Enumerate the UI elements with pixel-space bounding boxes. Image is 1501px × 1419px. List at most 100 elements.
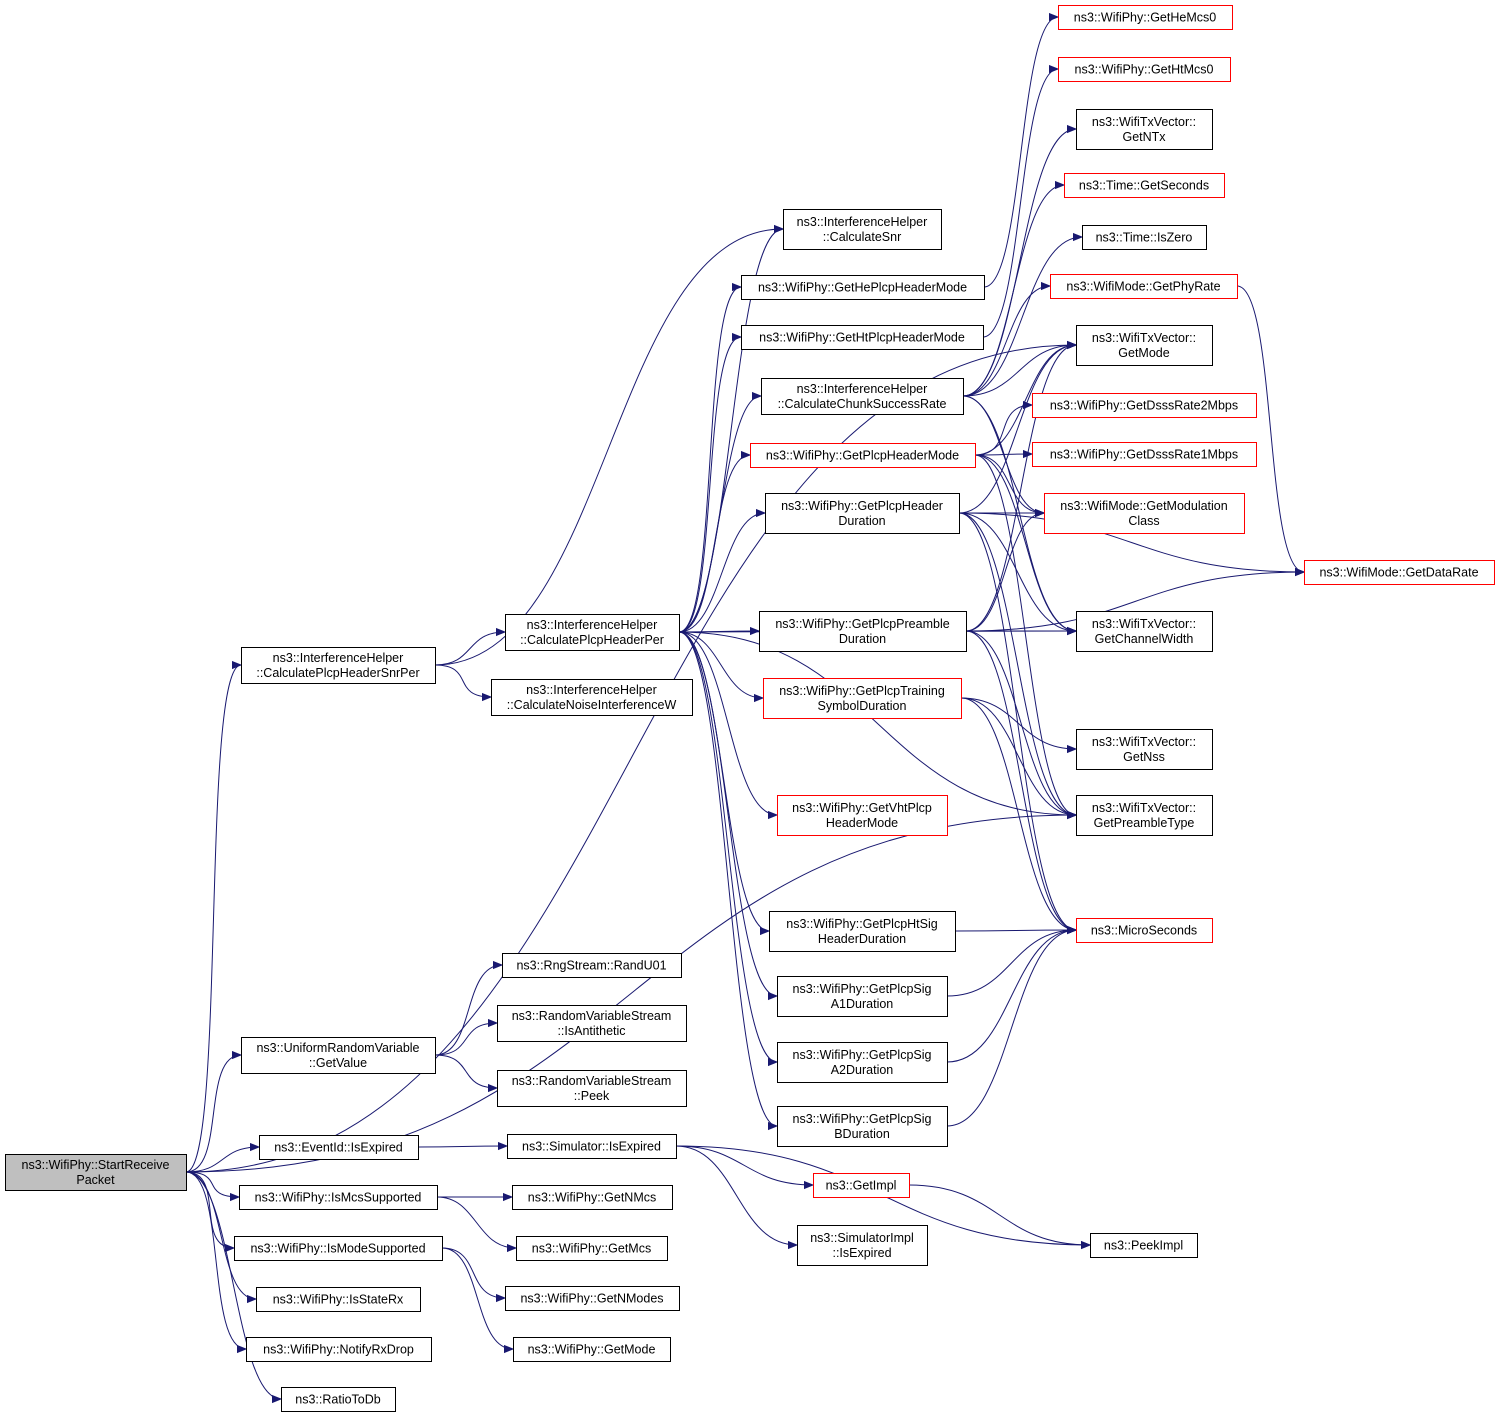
node-label: ns3::WifiPhy::GetVhtPlcp [792, 801, 932, 815]
call-edge-ghtsig-to-microsec [954, 930, 1076, 931]
edge-layer [185, 17, 1305, 1399]
function-node-getimpl[interactable]: ns3::GetImpl [813, 1173, 910, 1198]
function-node-iszero[interactable]: ns3::Time::IsZero [1082, 225, 1207, 250]
node-label: ns3::UniformRandomVariable [256, 1041, 419, 1055]
node-label: A2Duration [831, 1063, 894, 1077]
call-edge-cphp-to-gsigb [678, 631, 778, 1126]
node-box [777, 1106, 948, 1147]
function-node-getnmcs[interactable]: ns3::WifiPhy::GetNMcs [512, 1185, 673, 1210]
call-edge-urv-to-randu01 [434, 965, 502, 1056]
function-node-getntx[interactable]: ns3::WifiTxVector::GetNTx [1076, 109, 1213, 150]
node-box [1032, 442, 1257, 467]
node-label: ns3::RandomVariableStream [512, 1074, 672, 1088]
node-box [505, 614, 680, 651]
function-node-preamtype[interactable]: ns3::WifiTxVector::GetPreambleType [1076, 795, 1213, 836]
function-node-dsss2[interactable]: ns3::WifiPhy::GetDsssRate2Mbps [1032, 393, 1257, 418]
node-box [497, 1070, 687, 1107]
function-node-ghtplcp[interactable]: ns3::WifiPhy::GetHtPlcpHeaderMode [741, 325, 984, 350]
call-edge-gpreamdur-to-txgetmode [965, 345, 1076, 632]
function-node-dsss1[interactable]: ns3::WifiPhy::GetDsssRate1Mbps [1032, 442, 1257, 467]
call-edge-gplcpmode-to-modclass [974, 454, 1044, 513]
call-edge-gheplcp-to-gethemcs0 [983, 17, 1059, 288]
node-box [513, 1337, 671, 1362]
function-node-getphyrate[interactable]: ns3::WifiMode::GetPhyRate [1050, 274, 1238, 299]
call-edge-gplcpmode-to-dsss2 [974, 405, 1032, 456]
function-node-eidexp[interactable]: ns3::EventId::IsExpired [259, 1135, 419, 1160]
function-node-csnr[interactable]: ns3::InterferenceHelper::CalculateSnr [783, 209, 942, 250]
function-node-getseconds[interactable]: ns3::Time::GetSeconds [1064, 173, 1225, 198]
call-edge-gpreamdur-to-modclass [965, 513, 1044, 632]
call-edge-gplcpdur-to-chwidth [958, 512, 1076, 631]
function-node-gethemcs0[interactable]: ns3::WifiPhy::GetHeMcs0 [1058, 5, 1233, 30]
function-node-getmcs[interactable]: ns3::WifiPhy::GetMcs [516, 1236, 668, 1261]
node-label: ns3::WifiPhy::GetDsssRate2Mbps [1050, 399, 1238, 413]
call-edge-getphyrate-to-datarate [1236, 285, 1305, 572]
function-node-microsec[interactable]: ns3::MicroSeconds [1076, 918, 1213, 943]
node-box [1058, 57, 1231, 82]
call-edge-urv-to-isanti [434, 1023, 497, 1056]
function-node-peek[interactable]: ns3::RandomVariableStream::Peek [497, 1070, 687, 1107]
function-node-isstaterx[interactable]: ns3::WifiPhy::IsStateRx [256, 1287, 421, 1312]
function-node-peekimpl[interactable]: ns3::PeekImpl [1090, 1233, 1198, 1258]
node-label: ns3::WifiPhy::GetPlcpSig [793, 982, 932, 996]
function-node-cniw[interactable]: ns3::InterferenceHelper::CalculateNoiseI… [491, 679, 693, 716]
node-label: ns3::WifiPhy::GetNModes [520, 1292, 663, 1306]
node-label: ns3::EventId::IsExpired [274, 1141, 403, 1155]
function-node-notifyrxdrop[interactable]: ns3::WifiPhy::NotifyRxDrop [246, 1337, 432, 1362]
node-label: ::CalculateChunkSuccessRate [778, 397, 947, 411]
node-label: ns3::WifiPhy::GetMcs [532, 1242, 651, 1256]
node-label: ns3::WifiPhy::GetHtMcs0 [1075, 63, 1214, 77]
function-node-getnmodes[interactable]: ns3::WifiPhy::GetNModes [505, 1286, 680, 1311]
node-label: ns3::WifiMode::GetPhyRate [1066, 280, 1220, 294]
function-node-chwidth[interactable]: ns3::WifiTxVector::GetChannelWidth [1076, 611, 1213, 652]
function-node-cphp[interactable]: ns3::InterferenceHelper::CalculatePlcpHe… [505, 614, 680, 651]
function-node-getnss[interactable]: ns3::WifiTxVector::GetNss [1076, 729, 1213, 770]
function-node-urv[interactable]: ns3::UniformRandomVariable::GetValue [241, 1037, 436, 1074]
function-node-datarate[interactable]: ns3::WifiMode::GetDataRate [1304, 560, 1495, 585]
function-node-ratiotodb[interactable]: ns3::RatioToDb [281, 1387, 396, 1412]
node-box [512, 1185, 673, 1210]
node-box [1032, 393, 1257, 418]
function-node-simexp[interactable]: ns3::Simulator::IsExpired [507, 1134, 677, 1159]
call-edge-gsiga2-to-microsec [946, 930, 1076, 1063]
node-label: ns3::Time::IsZero [1096, 231, 1193, 245]
node-box [1076, 611, 1213, 652]
function-node-ismode[interactable]: ns3::WifiPhy::IsModeSupported [234, 1236, 443, 1261]
node-box [259, 1135, 419, 1160]
function-node-gplcpmode[interactable]: ns3::WifiPhy::GetPlcpHeaderMode [750, 443, 976, 468]
node-label: HeaderMode [826, 816, 898, 830]
function-node-randu01[interactable]: ns3::RngStream::RandU01 [502, 953, 682, 978]
function-node-cphsp[interactable]: ns3::InterferenceHelper::CalculatePlcpHe… [241, 647, 436, 684]
call-edge-gplcpdur-to-datarate [958, 512, 1304, 572]
call-edge-gplcpdur-to-microsec [958, 512, 1076, 930]
node-label: GetMode [1118, 346, 1169, 360]
function-node-gheplcp[interactable]: ns3::WifiPhy::GetHePlcpHeaderMode [741, 275, 985, 300]
call-edge-urv-to-peek [434, 1054, 497, 1088]
node-label: ::CalculateNoiseInterferenceW [507, 698, 677, 712]
function-node-gtrain[interactable]: ns3::WifiPhy::GetPlcpTrainingSymbolDurat… [763, 678, 962, 719]
node-box [797, 1225, 928, 1266]
node-label: ns3::WifiTxVector:: [1092, 331, 1196, 345]
call-edge-gpreamdur-to-preamtype [965, 630, 1076, 815]
function-node-ccsr[interactable]: ns3::InterferenceHelper::CalculateChunkS… [761, 378, 964, 415]
node-box [246, 1337, 432, 1362]
function-node-isanti[interactable]: ns3::RandomVariableStream::IsAntithetic [497, 1005, 687, 1042]
function-node-simimplexp[interactable]: ns3::SimulatorImpl::IsExpired [797, 1225, 928, 1266]
function-node-gethtmcs0[interactable]: ns3::WifiPhy::GetHtMcs0 [1058, 57, 1231, 82]
function-node-getmodephy[interactable]: ns3::WifiPhy::GetMode [513, 1337, 671, 1362]
node-box [741, 325, 984, 350]
node-label: ns3::WifiPhy::GetHeMcs0 [1074, 11, 1216, 25]
function-node-txgetmode[interactable]: ns3::WifiTxVector::GetMode [1076, 325, 1213, 366]
call-edge-cphsp-to-csnr [434, 229, 783, 666]
function-node-ismcs[interactable]: ns3::WifiPhy::IsMcsSupported [239, 1185, 438, 1210]
node-label: ns3::WifiPhy::IsStateRx [273, 1293, 404, 1307]
